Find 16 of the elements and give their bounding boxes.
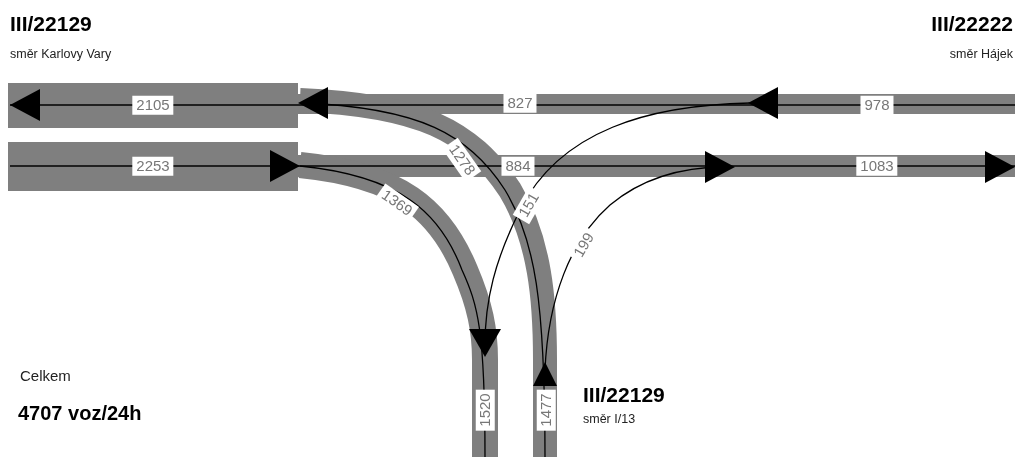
traffic-count: 827 [503, 93, 537, 113]
traffic-count: 1477 [536, 389, 556, 431]
traffic-count: 1520 [475, 389, 495, 431]
traffic-count: 1083 [856, 156, 898, 176]
road-number: III/22222 [931, 12, 1013, 36]
total-value: 4707 voz/24h [18, 402, 142, 424]
traffic-count: 978 [860, 95, 894, 115]
direction-text: směr I/13 [583, 413, 636, 427]
direction-text: směr Karlovy Vary [10, 48, 112, 62]
direction-text: směr Hájek [949, 48, 1013, 62]
traffic-count: 884 [501, 156, 535, 176]
road-number: III/22129 [10, 12, 92, 36]
traffic-count: 2253 [132, 156, 174, 176]
total-label: Celkem [20, 368, 71, 385]
road-number: III/22129 [583, 383, 665, 407]
traffic-count: 2105 [132, 95, 174, 115]
